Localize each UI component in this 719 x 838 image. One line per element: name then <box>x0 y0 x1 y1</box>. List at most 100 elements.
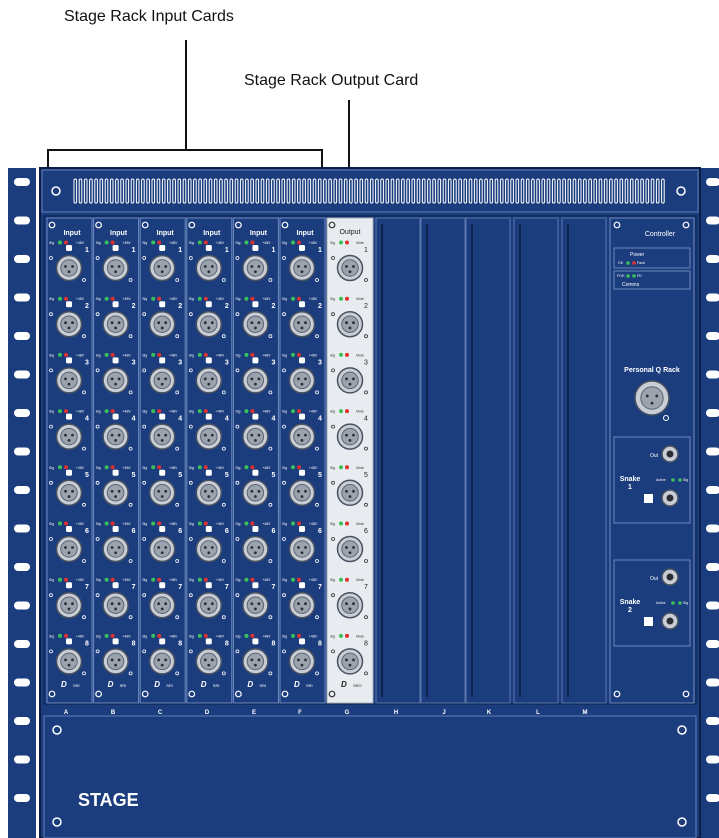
rail-hole-left <box>14 178 30 186</box>
phantom-switch <box>159 413 166 420</box>
xlr-input-connector-inner <box>293 652 311 671</box>
rail-hole-left <box>14 486 30 494</box>
xlr-input-connector-pin2 <box>164 265 168 268</box>
output-card-panel <box>326 217 374 704</box>
phantom-switch <box>252 469 259 476</box>
sig-label: Sig <box>235 353 240 357</box>
vent-slot <box>109 178 114 204</box>
input-card-title: Input <box>250 230 268 237</box>
sig-led <box>104 521 109 526</box>
connector-screw <box>282 368 286 373</box>
channel-number: 8 <box>318 640 322 647</box>
channel-number: 2 <box>318 303 322 310</box>
phantom-switch <box>112 245 119 251</box>
xlr-input-connector-pin1 <box>64 658 67 662</box>
rail-hole-right <box>706 794 719 802</box>
connector-screw <box>268 334 273 339</box>
xlr-input-connector-pin2 <box>71 602 74 606</box>
connector-screw <box>142 256 147 260</box>
phantom-label: +48V <box>169 578 178 582</box>
connector-screw <box>175 615 180 620</box>
xlr-input-connector-pin3 <box>114 438 117 442</box>
controller-title: Controller <box>645 231 676 238</box>
xlr-input-connector-pin1 <box>64 489 67 493</box>
phantom-label: +48V <box>216 466 225 470</box>
xlr-input-connector-pin2 <box>117 321 121 325</box>
mute-label: Mute <box>356 410 364 414</box>
sig-label: Sig <box>49 634 54 638</box>
vent-slot <box>661 178 665 204</box>
input-card-footer: SRI <box>166 683 173 688</box>
sig-label: Sig <box>235 297 240 301</box>
connector-screw <box>82 559 86 563</box>
sig-label: Sig <box>189 466 194 470</box>
phantom-switch <box>252 301 259 308</box>
xlr-input-connector-pin1 <box>64 377 67 381</box>
rail-hole-right <box>706 255 719 263</box>
phantom-label: +48V <box>76 297 85 301</box>
input-callout-leader <box>185 40 187 150</box>
connector-screw <box>315 671 319 676</box>
sig-label: Sig <box>96 353 101 357</box>
rail-hole-right <box>706 447 719 456</box>
xlr-input-connector-pin3 <box>160 326 164 330</box>
channel-number: 3 <box>132 359 136 366</box>
connector-screw <box>235 537 240 541</box>
xlr-input-connector-pin3 <box>114 270 117 274</box>
vent-slot <box>520 178 525 204</box>
xlr-output-connector-pin2 <box>352 321 355 325</box>
sig-led <box>291 352 295 357</box>
phantom-switch <box>299 245 305 251</box>
sig-led <box>339 633 343 638</box>
sig-led <box>151 633 156 638</box>
channel-number: 7 <box>225 584 229 591</box>
vent-slot <box>182 178 187 204</box>
phantom-led <box>203 296 208 301</box>
input-card-footer: SRI <box>73 683 80 688</box>
sig-led <box>151 296 156 301</box>
sig-led <box>339 465 343 470</box>
connector-screw <box>221 502 226 507</box>
personal-q-label: Personal Q Rack <box>624 367 680 374</box>
xlr-input-connector-pin1 <box>203 602 207 606</box>
xlr-input-connector-inner <box>293 484 311 502</box>
connector-screw <box>331 593 335 598</box>
vent-slot <box>177 178 182 204</box>
xlr-input-connector-pin2 <box>304 602 307 606</box>
sig-label: Sig <box>142 410 147 414</box>
phantom-switch <box>159 526 166 532</box>
rail-hole-right <box>706 524 719 533</box>
sig-label: Sig <box>142 578 147 582</box>
xlr-input-connector-pin1 <box>110 546 114 549</box>
comms-fd-led <box>632 274 636 278</box>
connector-screw <box>128 390 133 395</box>
vent-slot <box>640 178 644 204</box>
sig-label: Sig <box>189 353 194 357</box>
channel-number: 3 <box>318 359 322 366</box>
xlr-input-connector-inner <box>106 484 125 502</box>
phantom-switch <box>159 469 166 476</box>
rail-hole-right <box>706 370 719 379</box>
power-fault-label: Fault <box>637 261 645 265</box>
input-card-title: Input <box>296 230 314 237</box>
xlr-output-connector-pin1 <box>345 377 348 381</box>
input-card-panel <box>279 217 326 704</box>
power-label: Power <box>630 252 645 258</box>
sig-led <box>339 409 343 414</box>
sig-label: Sig <box>282 241 287 245</box>
vent-slot <box>494 178 499 204</box>
sig-label: Sig <box>189 241 194 245</box>
connector-screw <box>364 446 368 451</box>
phantom-label: +48V <box>76 353 85 357</box>
xlr-output-connector-pin2 <box>352 658 355 662</box>
xlr-input-connector-pin2 <box>117 433 121 437</box>
slot-letter: D <box>205 710 210 716</box>
phantom-label: +48V <box>309 410 318 414</box>
xlr-input-connector-pin1 <box>157 265 161 268</box>
phantom-label: +48V <box>76 522 85 526</box>
xlr-input-connector-pin1 <box>203 546 207 549</box>
xlr-input-connector-inner <box>153 540 171 558</box>
phantom-switch <box>299 469 305 476</box>
snake-name: Snake <box>620 476 641 483</box>
connector-screw <box>188 480 193 485</box>
